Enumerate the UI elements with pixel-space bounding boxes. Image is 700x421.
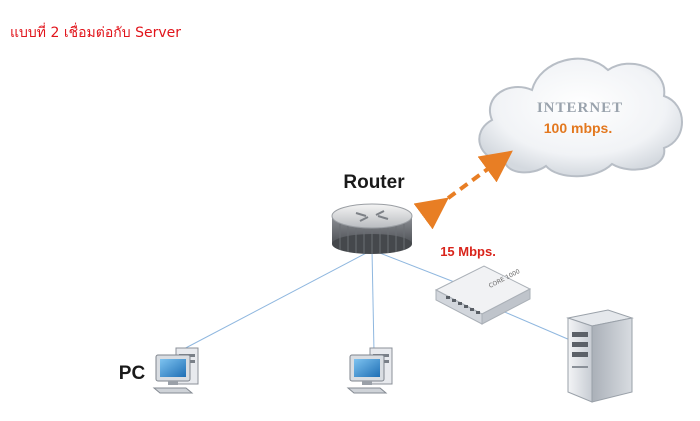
pc-icon-1 xyxy=(152,347,199,394)
server-icon xyxy=(566,309,634,403)
router-label: Router xyxy=(343,172,405,193)
internet-cloud: INTERNET 100 mbps. xyxy=(478,57,683,178)
pc-label: PC xyxy=(119,363,146,384)
router-icon xyxy=(331,203,413,254)
diagram-heading: แบบที่ 2 เชื่อมต่อกับ Server xyxy=(10,25,181,41)
internet-label: INTERNET xyxy=(537,100,623,116)
switch-icon: CORE 1000 xyxy=(434,265,532,325)
internet-speed-label: 100 mbps. xyxy=(544,120,612,136)
link-router-switch xyxy=(371,249,463,286)
switch-speed-label: 15 Mbps. xyxy=(440,244,496,259)
link-switch-server xyxy=(499,309,571,341)
link-router-pc1 xyxy=(177,249,373,353)
internet-arrow xyxy=(413,150,513,230)
pc-icon-2 xyxy=(346,347,393,394)
link-router-pc2 xyxy=(371,249,375,353)
